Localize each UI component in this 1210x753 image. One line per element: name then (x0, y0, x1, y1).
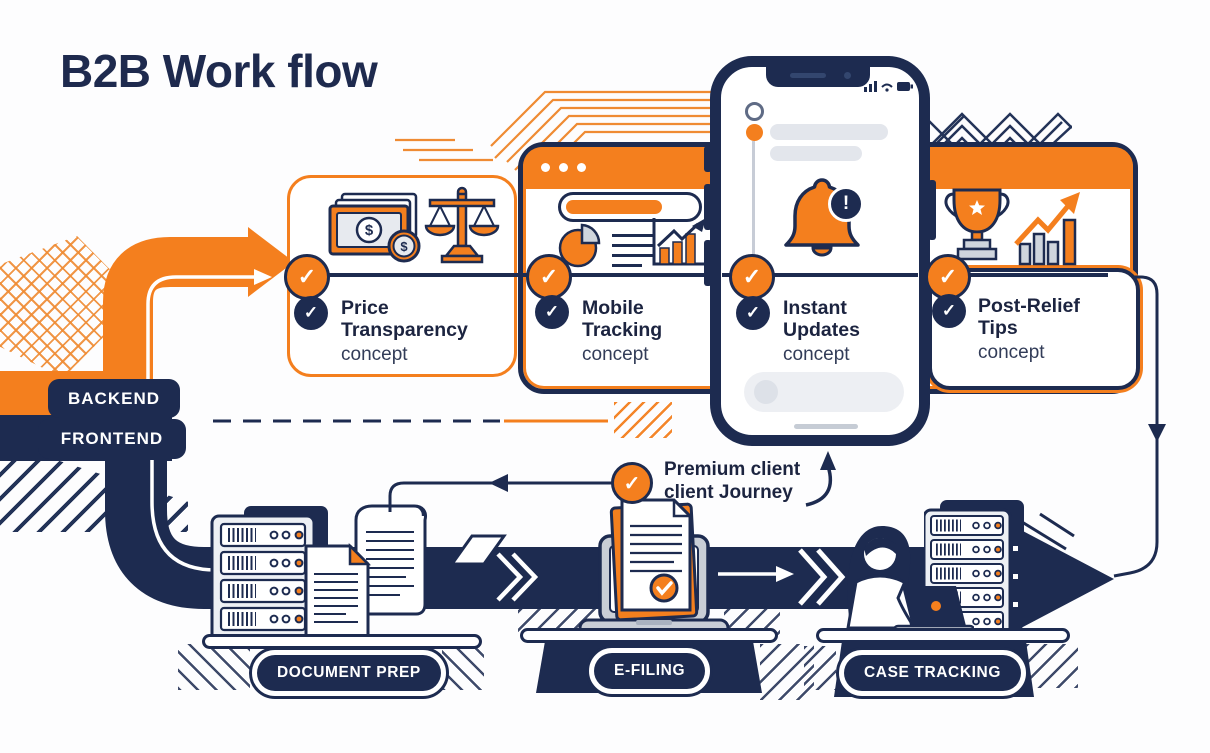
progress-bar (558, 192, 702, 222)
hatch-decoration (1026, 644, 1078, 688)
scales-icon (424, 186, 500, 264)
concept-name: Post-Relief Tips (978, 295, 1080, 340)
concept-check-icon: ✓ (294, 296, 328, 330)
concept-subtitle: concept (582, 344, 649, 366)
progress-fill (566, 200, 662, 214)
concept-subtitle: concept (978, 342, 1045, 364)
journey-note: Premium client client Journey (664, 459, 800, 505)
timeline-line-phone (722, 273, 918, 277)
concept-check-icon: ✓ (736, 296, 770, 330)
station-label: E-FILING (594, 653, 706, 689)
backend-label: BACKEND (48, 379, 180, 418)
concept-name: Instant Updates (783, 297, 860, 342)
growth-chart-icon (1014, 192, 1080, 266)
pie-chart-icon (558, 223, 601, 268)
journey-line2: client Journey (664, 481, 793, 503)
home-indicator (794, 424, 858, 429)
text-line (612, 244, 654, 247)
text-line (612, 254, 654, 257)
efiling-laptop-icon (578, 498, 730, 638)
timeline-node-active (746, 124, 763, 141)
hatch-decoration (804, 646, 836, 690)
checkpoint-icon: ✓ (925, 254, 971, 300)
concept-text-updates: Instant Updates concept (783, 297, 893, 366)
station-label: DOCUMENT PREP (257, 655, 441, 691)
phone-button (704, 184, 712, 230)
station-pill-efiling: E-FILING (586, 645, 714, 697)
checkpoint-icon: ✓ (526, 254, 572, 300)
concept-text-postrelief: Post-Relief Tips concept (978, 295, 1108, 364)
paper-plane-icon (442, 534, 507, 580)
bar-chart-icon (652, 218, 708, 266)
window-dot (541, 163, 550, 172)
phone-camera (844, 72, 851, 79)
money-icon: $ $ (328, 192, 421, 263)
journey-check-icon: ✓ (611, 462, 653, 504)
placeholder-line (770, 146, 862, 161)
svg-text:$: $ (400, 239, 408, 254)
text-line (612, 264, 642, 267)
frontend-label: FRONTEND (38, 419, 186, 459)
timeline-rail (752, 141, 755, 255)
concept-name: Price Transparency (341, 297, 468, 342)
phone-speaker (790, 73, 826, 78)
navy-arrowhead (1002, 520, 1114, 638)
concept-check-icon: ✓ (932, 294, 966, 328)
page-title: B2B Work flow (60, 45, 378, 97)
phone-button (704, 146, 712, 172)
concept-subtitle: concept (783, 344, 850, 366)
timeline-line (296, 273, 1108, 277)
station-label: CASE TRACKING (844, 655, 1021, 691)
documents-icon (304, 504, 427, 638)
circuit-lines-decoration (395, 90, 725, 173)
phone-button (704, 240, 712, 286)
window-dot (559, 163, 568, 172)
trophy-icon (944, 188, 1010, 261)
placeholder-line (770, 124, 888, 140)
hatch-decoration-orange (614, 402, 672, 438)
svg-text:$: $ (365, 222, 374, 239)
concept-text-price: Price Transparency concept (341, 297, 491, 366)
phone-button (928, 180, 936, 240)
status-bar-icons (864, 81, 913, 92)
concept-text-mobile: Mobile Tracking concept (582, 297, 692, 366)
concept-name: Mobile Tracking (582, 297, 663, 342)
checkpoint-icon: ✓ (729, 254, 775, 300)
journey-line1: Premium client (664, 459, 801, 480)
hatch-decoration (178, 644, 250, 690)
station-pill-case-tracking: CASE TRACKING (836, 647, 1029, 699)
concept-subtitle: concept (341, 344, 408, 366)
concept-check-icon: ✓ (535, 295, 569, 329)
alert-badge-icon: ! (828, 186, 864, 222)
text-line (612, 234, 654, 237)
timeline-node-empty (745, 102, 764, 121)
window-dot (577, 163, 586, 172)
checkpoint-icon: ✓ (284, 254, 330, 300)
placeholder-avatar (754, 380, 778, 404)
station-pill-document-prep: DOCUMENT PREP (249, 647, 449, 699)
case-worker-icon (846, 526, 974, 637)
hatch-decoration (442, 646, 484, 690)
